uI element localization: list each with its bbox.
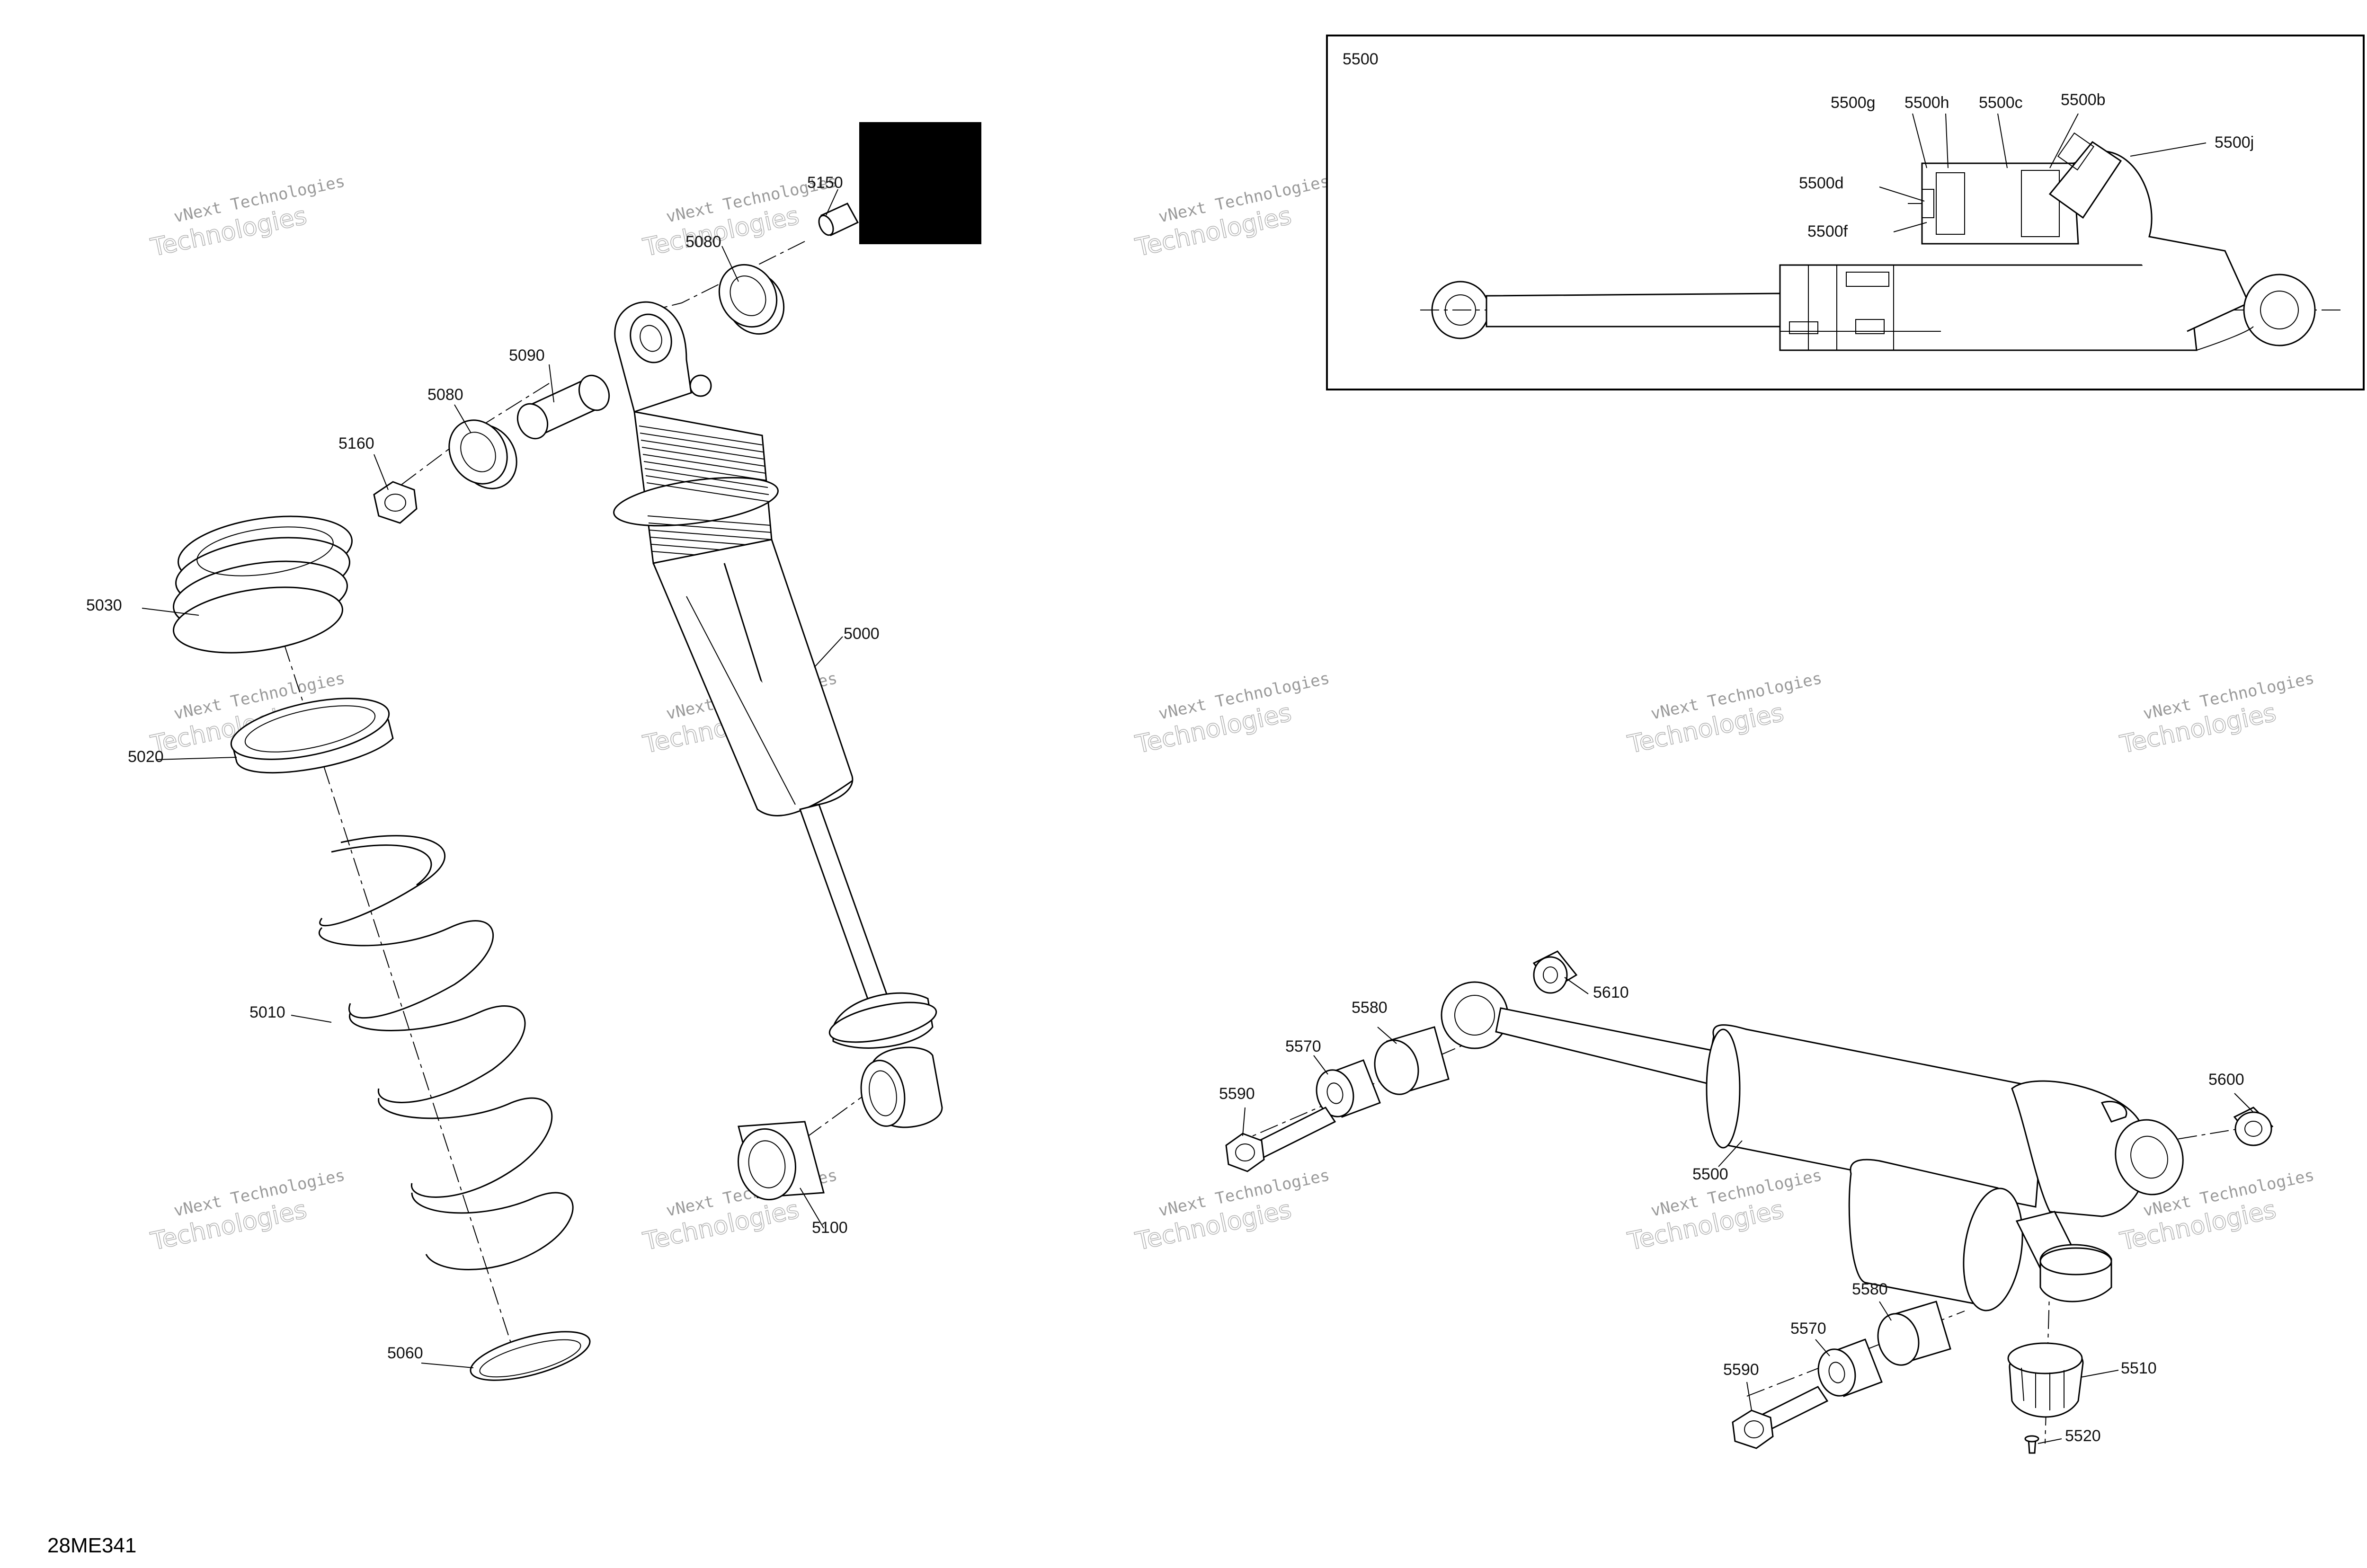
part-5580-lower-bushing[interactable] bbox=[1872, 1301, 1951, 1370]
label-5580-upper: 5580 bbox=[1352, 999, 1388, 1017]
part-5610-spacer[interactable] bbox=[1532, 950, 1578, 994]
centerline-eye bbox=[2082, 1126, 2254, 1155]
inset-cutaway-shock bbox=[1420, 132, 2343, 351]
label-5510: 5510 bbox=[2121, 1359, 2157, 1377]
part-5600-cap[interactable] bbox=[2233, 1107, 2274, 1146]
part-5510-adjuster-knob[interactable] bbox=[2007, 1342, 2084, 1418]
part-5000-shock-body[interactable] bbox=[611, 301, 943, 1130]
label-5590-upper: 5590 bbox=[1219, 1085, 1255, 1103]
redacted-block bbox=[859, 122, 981, 244]
part-5520-screw[interactable] bbox=[2024, 1435, 2039, 1454]
part-5060-clip-ring[interactable] bbox=[466, 1322, 595, 1391]
label-5500j: 5500j bbox=[2215, 133, 2254, 151]
part-5080-upper-bushing[interactable] bbox=[708, 254, 795, 345]
part-5100-lower-bushing[interactable] bbox=[733, 1121, 825, 1204]
part-5010-main-spring[interactable] bbox=[318, 835, 574, 1270]
label-5500b: 5500b bbox=[2061, 91, 2106, 109]
label-5080-lower: 5080 bbox=[427, 386, 463, 404]
label-5610: 5610 bbox=[1593, 983, 1629, 1001]
label-5000: 5000 bbox=[844, 625, 880, 643]
label-5030: 5030 bbox=[86, 596, 122, 614]
label-5570-lower: 5570 bbox=[1790, 1320, 1826, 1338]
label-5060: 5060 bbox=[387, 1344, 423, 1362]
watermark: vNext Technologies Technologies bbox=[2117, 669, 2316, 760]
watermark: vNext Technologies Technologies bbox=[1132, 172, 1331, 263]
part-5160-nut[interactable] bbox=[373, 481, 418, 524]
label-5500f: 5500f bbox=[1807, 222, 1848, 240]
part-5090-sleeve[interactable] bbox=[512, 371, 614, 443]
part-labels: 5150 5080 5090 5080 5160 5030 5000 5020 … bbox=[86, 174, 2244, 1445]
label-5520: 5520 bbox=[2065, 1427, 2101, 1445]
watermark: vNext Technologies Technologies bbox=[1625, 669, 1824, 760]
left-shock-assembly bbox=[169, 122, 981, 1391]
label-5500g: 5500g bbox=[1831, 94, 1876, 112]
part-5570-upper-sleeve[interactable] bbox=[1311, 1059, 1381, 1121]
label-5570-upper: 5570 bbox=[1285, 1037, 1321, 1055]
part-5080-lower-bushing[interactable] bbox=[438, 409, 528, 499]
label-5600: 5600 bbox=[2208, 1071, 2244, 1089]
label-5590-lower: 5590 bbox=[1723, 1361, 1759, 1379]
label-5150: 5150 bbox=[807, 174, 843, 192]
label-5100: 5100 bbox=[812, 1219, 848, 1237]
watermark: vNext Technologies Technologies bbox=[1132, 669, 1331, 760]
right-shock-assembly bbox=[1225, 950, 2274, 1454]
label-5010: 5010 bbox=[249, 1003, 285, 1021]
inset-panel-5500: 5500 bbox=[1326, 35, 2365, 390]
centerline-lower-mount bbox=[795, 1069, 900, 1146]
leader-lines bbox=[142, 189, 2254, 1444]
part-5590-upper-bolt[interactable] bbox=[1225, 1107, 1336, 1172]
label-5160: 5160 bbox=[338, 434, 374, 452]
watermark: vNext Technologies Technologies bbox=[148, 1166, 347, 1257]
label-5500h: 5500h bbox=[1904, 94, 1949, 112]
part-5150-pin[interactable] bbox=[816, 203, 859, 237]
drawing-code: 28ME341 bbox=[47, 1534, 136, 1557]
label-5500: 5500 bbox=[1692, 1165, 1728, 1183]
label-5090: 5090 bbox=[509, 346, 545, 364]
part-5580-upper-bushing[interactable] bbox=[1369, 1026, 1450, 1099]
label-5500c: 5500c bbox=[1979, 94, 2023, 112]
part-5030-tender-spring[interactable] bbox=[169, 506, 356, 662]
part-5590-lower-bolt[interactable] bbox=[1732, 1386, 1829, 1449]
label-5020: 5020 bbox=[128, 748, 164, 766]
watermark: vNext Technologies Technologies bbox=[148, 172, 347, 263]
label-5080-upper: 5080 bbox=[685, 233, 721, 251]
part-5570-lower-sleeve[interactable] bbox=[1813, 1338, 1883, 1400]
label-5580-lower: 5580 bbox=[1852, 1280, 1888, 1298]
part-5500-shock-body[interactable] bbox=[1441, 981, 2193, 1314]
part-5020-spring-collar[interactable] bbox=[226, 687, 394, 774]
inset-leaders bbox=[1879, 113, 2207, 232]
watermark: vNext Technologies Technologies bbox=[1132, 1166, 1331, 1257]
label-5500d: 5500d bbox=[1799, 174, 1844, 192]
inset-title: 5500 bbox=[1343, 50, 1379, 68]
